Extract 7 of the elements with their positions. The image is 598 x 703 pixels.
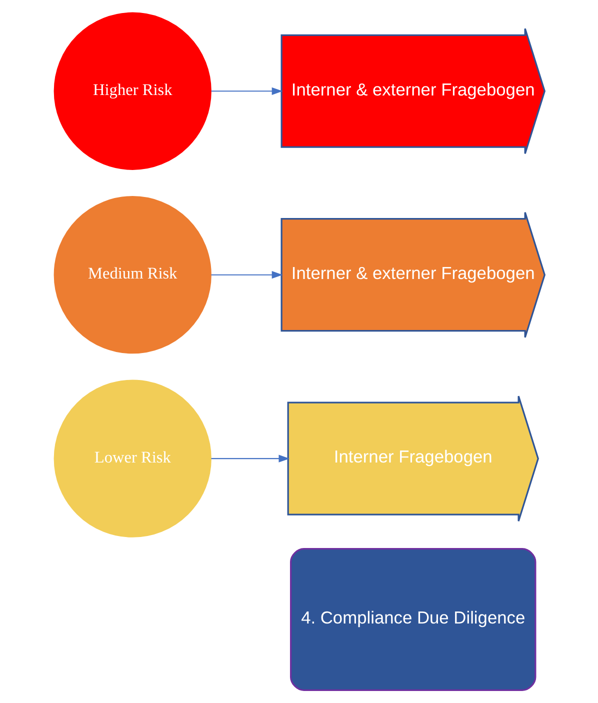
node-box: 4. Compliance Due Diligence	[290, 548, 536, 691]
node-circle: Higher Risk	[53, 12, 211, 170]
node-circle: Medium Risk	[53, 196, 211, 354]
arrow	[210, 271, 282, 279]
arrow	[210, 454, 290, 462]
arrow	[210, 87, 282, 95]
node-circle: Lower Risk	[53, 380, 211, 538]
